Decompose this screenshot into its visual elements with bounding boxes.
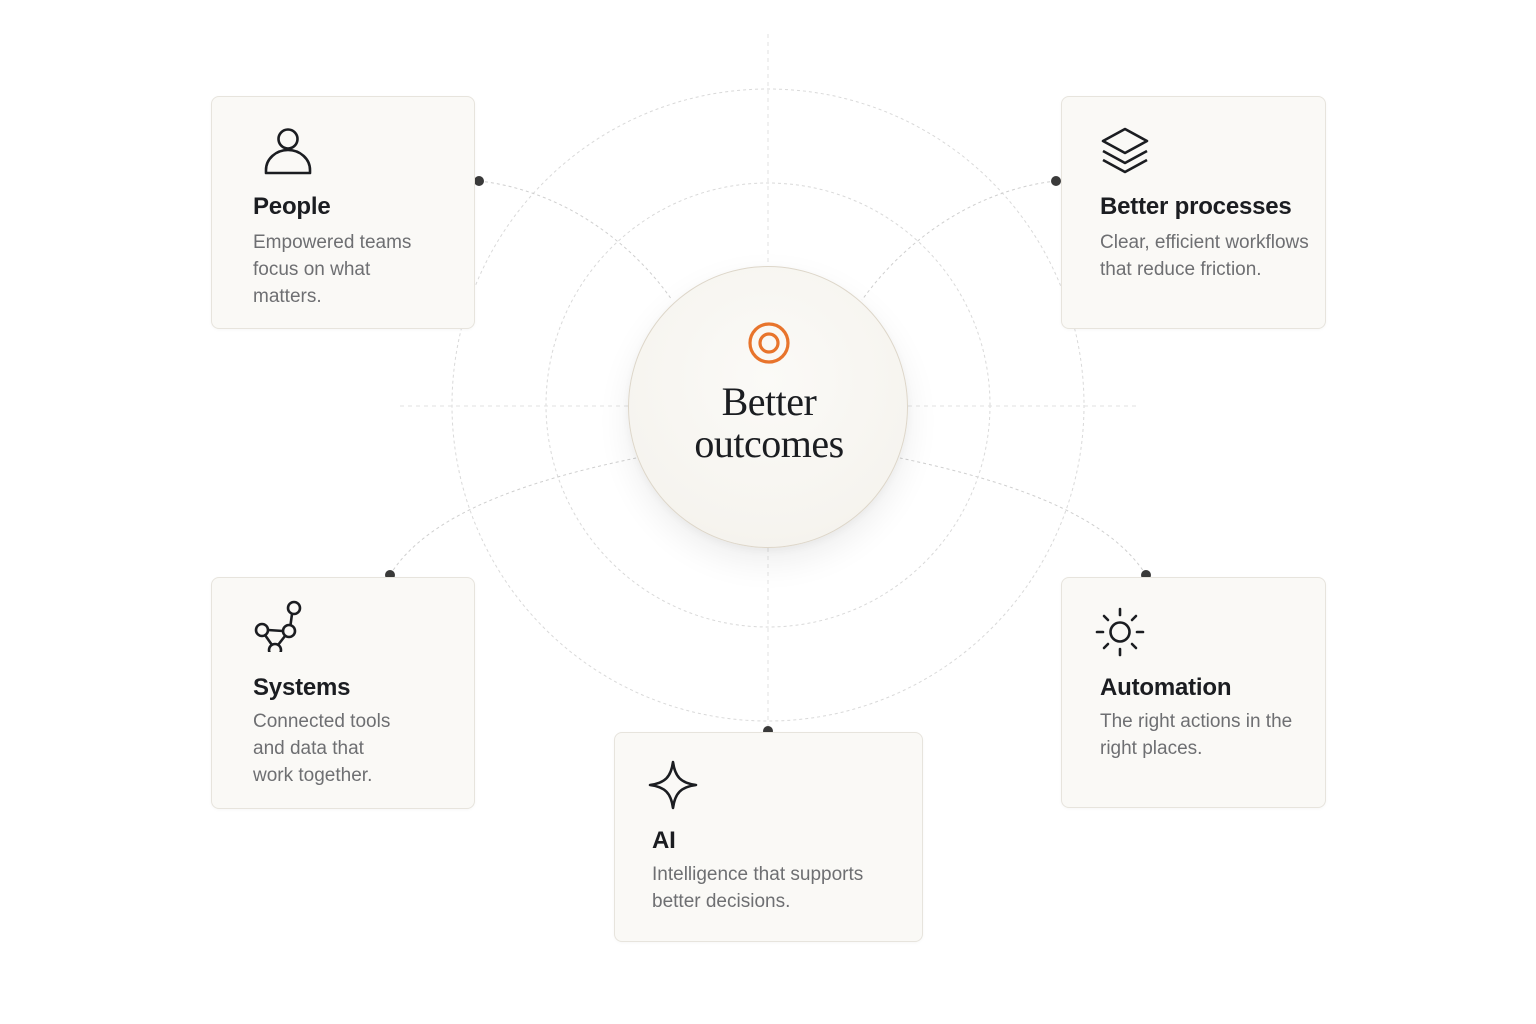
sun-gear-icon (1094, 606, 1146, 658)
center-title-line-2: outcomes (694, 421, 844, 466)
desc-line: Clear, efficient workflows (1100, 232, 1309, 253)
connector-dot-processes (1051, 176, 1061, 186)
card-description: Connected tools and data that work toget… (253, 708, 390, 789)
card-description: Clear, efficient workflows that reduce f… (1100, 229, 1309, 283)
desc-line: focus on what (253, 259, 371, 280)
card-automation: Automation The right actions in the righ… (1061, 577, 1326, 808)
desc-line: The right actions in the (1100, 711, 1293, 732)
desc-line: that reduce friction. (1100, 259, 1262, 280)
card-description: Intelligence that supports better decisi… (652, 861, 863, 915)
sparkle-icon (647, 759, 699, 811)
desc-line: better decisions. (652, 891, 791, 912)
card-title: Better processes (1100, 193, 1292, 220)
card-title: People (253, 193, 331, 220)
desc-line: Intelligence that supports (652, 864, 864, 885)
network-nodes-icon (252, 600, 304, 652)
card-title: Automation (1100, 674, 1232, 701)
person-icon (262, 125, 314, 177)
connector-dot-people (474, 176, 484, 186)
card-people: People Empowered teams focus on what mat… (211, 96, 475, 329)
card-systems: Systems Connected tools and data that wo… (211, 577, 475, 809)
inner-ring (545, 182, 991, 628)
center-title: Better outcomes (629, 381, 909, 465)
connector-people (478, 180, 673, 301)
card-description: Empowered teams focus on what matters. (253, 229, 411, 310)
card-better-processes: Better processes Clear, efficient workfl… (1061, 96, 1326, 329)
desc-line: matters. (253, 286, 322, 307)
card-title: AI (652, 827, 676, 854)
center-title-line-1: Better (721, 379, 817, 424)
desc-line: work together. (253, 765, 373, 786)
desc-line: Connected tools (253, 711, 391, 732)
desc-line: Empowered teams (253, 232, 412, 253)
target-icon (747, 321, 791, 365)
center-hub: Better outcomes (628, 266, 908, 548)
desc-line: right places. (1100, 738, 1203, 759)
card-description: The right actions in the right places. (1100, 708, 1292, 762)
connector-systems (389, 457, 637, 576)
card-title: Systems (253, 674, 351, 701)
connector-processes (861, 180, 1057, 301)
layers-icon (1099, 125, 1151, 177)
outer-ring (451, 88, 1085, 722)
card-ai: AI Intelligence that supports better dec… (614, 732, 923, 942)
desc-line: and data that (253, 738, 364, 759)
connector-automation (899, 457, 1147, 576)
